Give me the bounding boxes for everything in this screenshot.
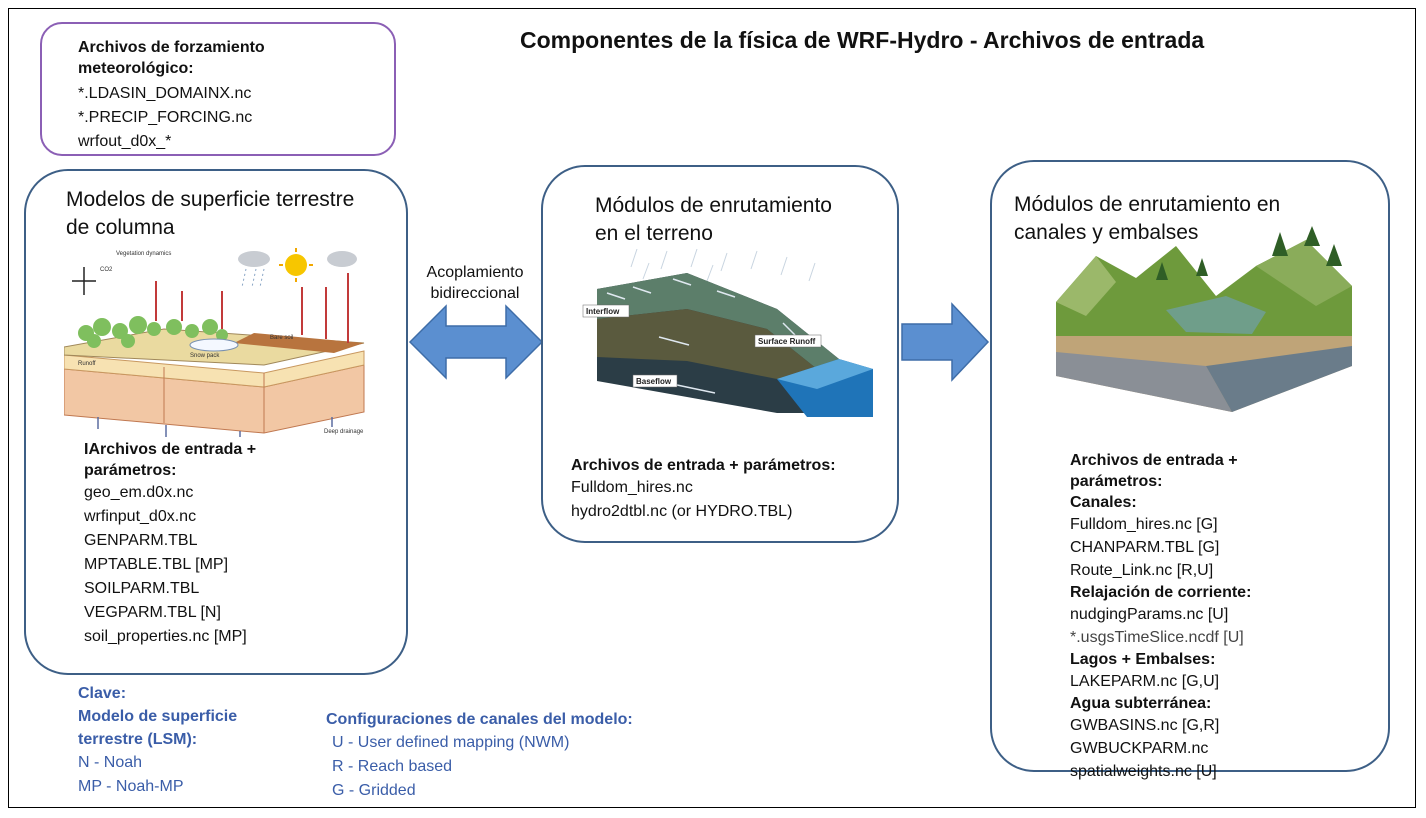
terrain-inputs: Archivos de entrada + parámetros: Fulldo… <box>571 455 836 524</box>
lsm-file: VEGPARM.TBL [N] <box>84 604 221 621</box>
coupling-label-line1: Acoplamiento <box>426 264 524 281</box>
forcing-heading-line2: meteorológico: <box>78 60 194 77</box>
channel-heading-line2: canales y embalses <box>1014 221 1199 244</box>
interflow-label: Interflow <box>586 307 620 316</box>
channel-group-title: Agua subterránea: <box>1070 695 1212 712</box>
key-channel-item: R - Reach based <box>332 758 453 775</box>
surface-runoff-label: Surface Runoff <box>758 337 816 346</box>
key-channel-config: Configuraciones de canales del modelo: U… <box>326 708 633 803</box>
channel-file: GWBUCKPARM.nc <box>1070 740 1209 757</box>
key-channel-item: G - Gridded <box>332 782 416 799</box>
diagram-title: Componentes de la física de WRF-Hydro - … <box>520 27 1205 53</box>
terrain-file: Fulldom_hires.nc <box>571 479 693 496</box>
lsm-heading-line1: Modelos de superficie terrestre <box>66 188 355 211</box>
key-lsm-title-line2: terrestre (LSM): <box>78 731 198 748</box>
runoff-label: Runoff <box>78 361 96 367</box>
co2-label: CO2 <box>100 267 113 273</box>
terrain-routing-box: Módulos de enrutamiento en el terreno In… <box>541 165 899 543</box>
baseflow-label: Baseflow <box>636 377 672 386</box>
lsm-inputs: IArchivos de entrada + parámetros: geo_e… <box>84 439 256 649</box>
forcing-file: *.LDASIN_DOMAINX.nc <box>78 85 252 102</box>
deep-drainage-label: Deep drainage <box>324 429 364 435</box>
key-title: Clave: <box>78 685 127 702</box>
key-lsm: Clave: Modelo de superficie terrestre (L… <box>78 682 237 799</box>
channel-file: LAKEPARM.nc [G,U] <box>1070 673 1220 690</box>
coupling-label-line2: bidireccional <box>430 285 520 302</box>
channel-file: GWBASINS.nc [G,R] <box>1070 717 1220 734</box>
lsm-inputs-heading-line2: parámetros: <box>84 462 177 479</box>
bidirectional-arrow <box>408 304 544 380</box>
key-lsm-item: N - Noah <box>78 754 143 771</box>
snow-pack-label: Snow pack <box>190 353 220 359</box>
key-channel-item: U - User defined mapping (NWM) <box>332 734 570 751</box>
channel-file: CHANPARM.TBL [G] <box>1070 539 1220 556</box>
channel-inputs-heading-line1: Archivos de entrada + <box>1070 452 1238 469</box>
land-surface-illustration: CO2 Vegetation dynamics Runoff Snow pack… <box>64 248 365 437</box>
key-channel-title: Configuraciones de canales del modelo: <box>326 711 633 728</box>
lsm-file: geo_em.d0x.nc <box>84 484 194 501</box>
bare-soil-label: Bare soil <box>270 335 293 341</box>
lsm-file: SOILPARM.TBL <box>84 580 200 597</box>
terrain-routing-illustration: Interflow Surface Runoff Baseflow <box>582 249 873 417</box>
vegetation-dynamics-label: Vegetation dynamics <box>116 251 171 257</box>
channel-heading-line1: Módulos de enrutamiento en <box>1014 193 1281 216</box>
lsm-file: GENPARM.TBL <box>84 532 198 549</box>
channel-inputs: Archivos de entrada + parámetros: Canale… <box>1070 450 1251 783</box>
lsm-heading-line2: de columna <box>66 216 175 239</box>
channel-file: *.usgsTimeSlice.ncdf [U] <box>1070 629 1244 646</box>
diagram-frame <box>8 8 1416 808</box>
forcing-files-box: Archivos de forzamiento meteorológico: *… <box>40 22 396 156</box>
channel-group-title: Canales: <box>1070 494 1137 511</box>
key-lsm-item: MP - Noah-MP <box>78 778 184 795</box>
right-arrow <box>901 302 990 382</box>
forcing-heading-line1: Archivos de forzamiento <box>78 39 265 56</box>
lsm-file: wrfinput_d0x.nc <box>84 508 197 525</box>
channel-group-title: Relajación de corriente: <box>1070 584 1252 601</box>
forcing-file: wrfout_d0x_* <box>78 133 172 150</box>
channel-inputs-heading-line2: parámetros: <box>1070 473 1163 490</box>
land-surface-model-box: Modelos de superficie terrestre de colum… <box>24 169 408 675</box>
channel-file: Fulldom_hires.nc [G] <box>1070 516 1218 533</box>
channel-file: spatialweights.nc [U] <box>1070 763 1217 780</box>
key-lsm-title-line1: Modelo de superficie <box>78 708 238 725</box>
terrain-inputs-heading: Archivos de entrada + parámetros: <box>571 457 836 474</box>
forcing-file: *.PRECIP_FORCING.nc <box>78 109 253 126</box>
lsm-file: soil_properties.nc [MP] <box>84 628 247 645</box>
lsm-inputs-heading-line1: IArchivos de entrada + <box>84 441 257 458</box>
channel-routing-box: Módulos de enrutamiento en canales y emb… <box>990 160 1390 780</box>
coupling-label: Acoplamiento bidireccional <box>414 262 536 304</box>
channel-file: nudgingParams.nc [U] <box>1070 606 1229 623</box>
terrain-heading-line2: en el terreno <box>595 222 713 245</box>
terrain-heading-line1: Módulos de enrutamiento <box>595 194 832 217</box>
channel-group-title: Lagos + Embalses: <box>1070 651 1216 668</box>
lsm-file: MPTABLE.TBL [MP] <box>84 556 229 573</box>
channel-reservoir-illustration <box>1056 226 1352 412</box>
terrain-file: hydro2dtbl.nc (or HYDRO.TBL) <box>571 503 793 520</box>
channel-file: Route_Link.nc [R,U] <box>1070 562 1214 579</box>
